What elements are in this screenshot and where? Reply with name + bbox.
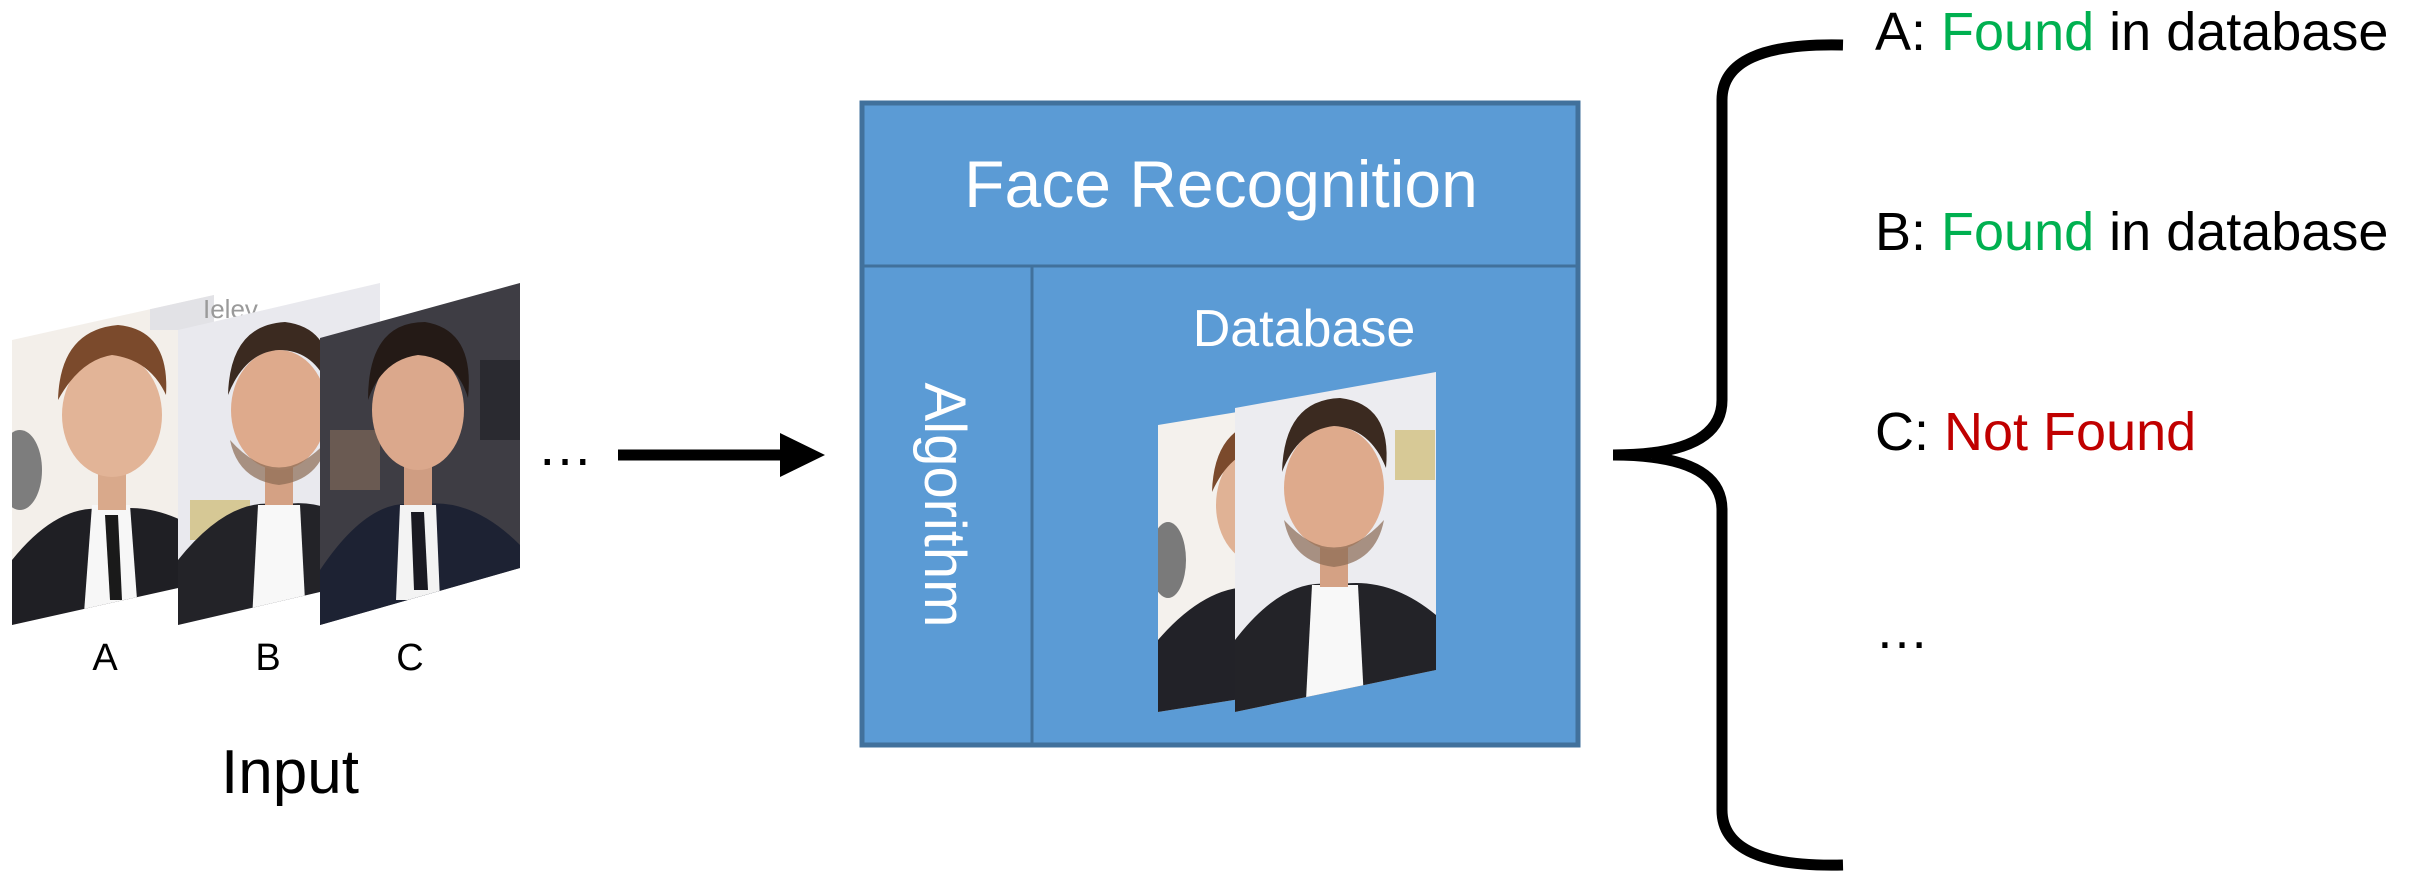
algorithm-label: Algorithm bbox=[912, 383, 977, 628]
right-arrow-icon bbox=[618, 433, 825, 477]
result-list: A: Found in database B: Found in databas… bbox=[1875, 2, 2388, 660]
result-item: A: Found in database bbox=[1875, 2, 2388, 62]
result-item: B: Found in database bbox=[1875, 202, 2388, 262]
photo-label-b: B bbox=[255, 637, 280, 679]
result-prefix: A: bbox=[1875, 2, 1941, 62]
photo-label-a: A bbox=[92, 637, 118, 679]
result-item: … bbox=[1875, 600, 1929, 660]
input-photo-c bbox=[320, 283, 520, 625]
result-suffix: in database bbox=[2094, 2, 2388, 62]
photo-label-c: C bbox=[396, 637, 423, 679]
result-status: Found bbox=[1941, 2, 2094, 62]
result-status: Found bbox=[1941, 202, 2094, 262]
result-prefix: C: bbox=[1875, 402, 1944, 462]
database-photo-front bbox=[1235, 372, 1436, 712]
system-title: Face Recognition bbox=[964, 147, 1478, 221]
database-label: Database bbox=[1193, 300, 1416, 358]
input-caption: Input bbox=[221, 738, 359, 807]
left-curly-brace-icon bbox=[1612, 39, 1844, 871]
result-status: Not Found bbox=[1944, 402, 2196, 462]
result-prefix: … bbox=[1875, 600, 1929, 660]
result-item: C: Not Found bbox=[1875, 402, 2196, 462]
result-suffix: in database bbox=[2094, 202, 2388, 262]
result-prefix: B: bbox=[1875, 202, 1941, 262]
input-ellipsis: … bbox=[537, 414, 593, 477]
